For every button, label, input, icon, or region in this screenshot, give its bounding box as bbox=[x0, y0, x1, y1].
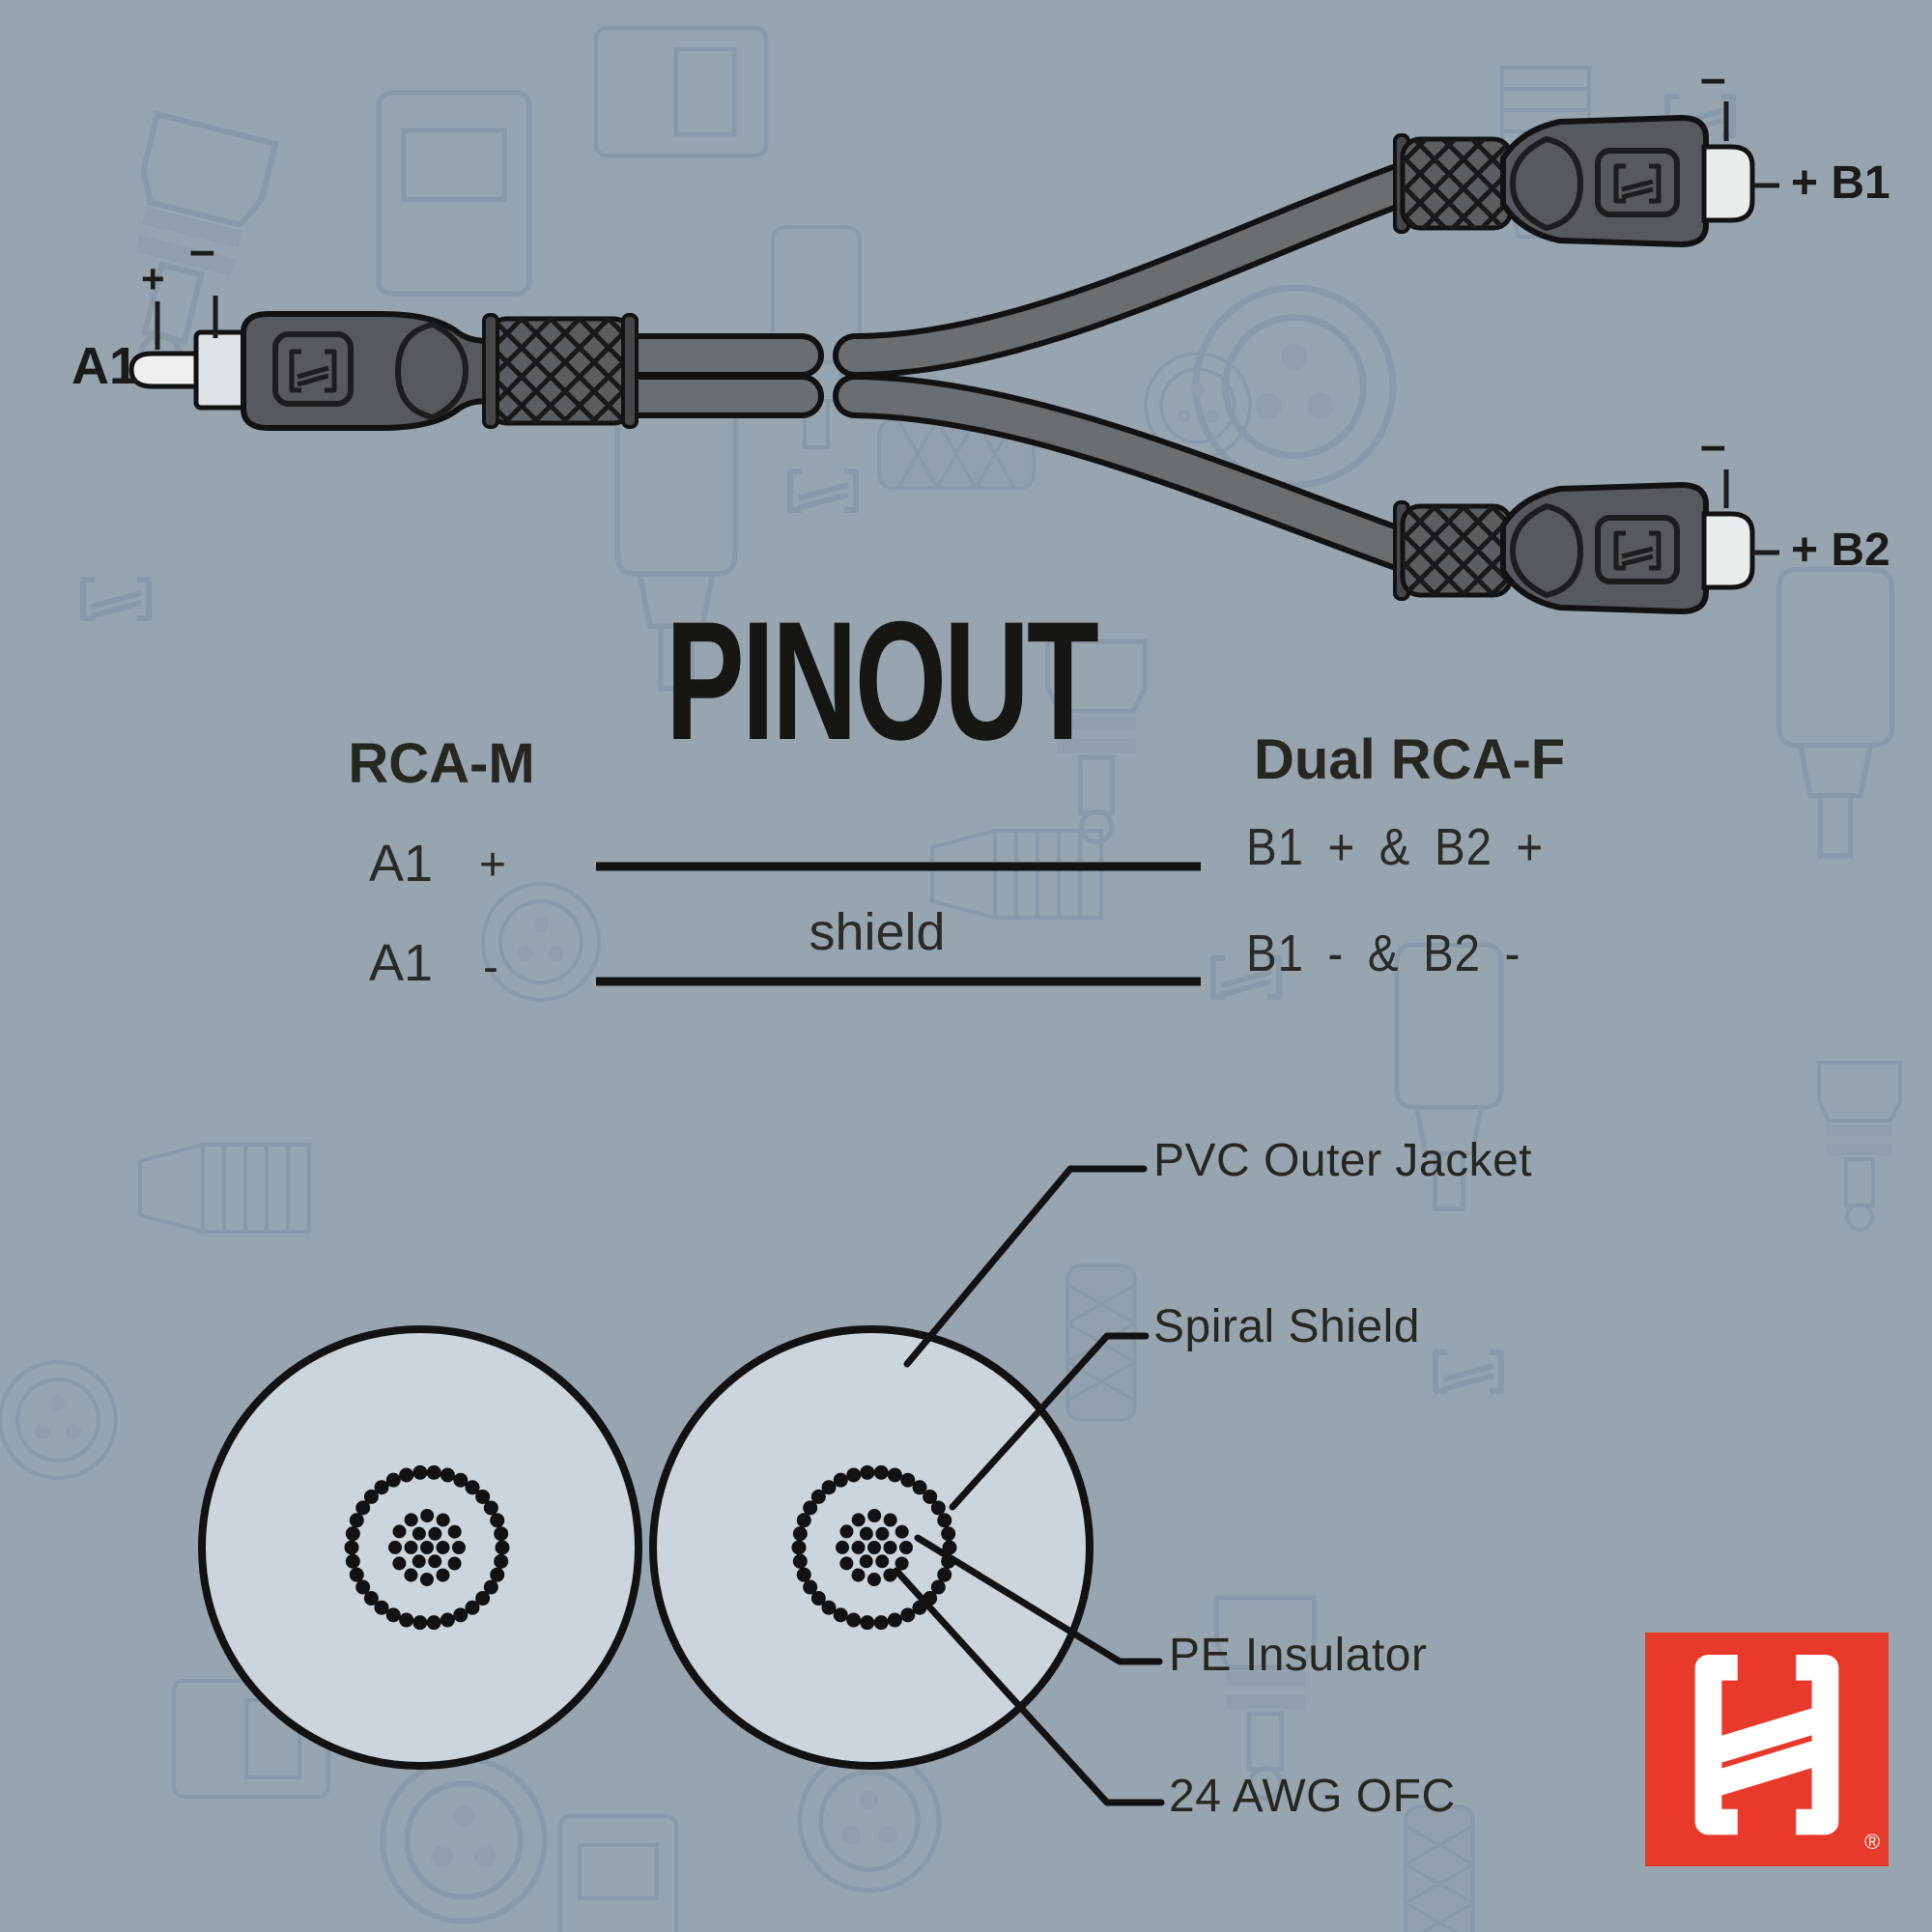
y-cable bbox=[617, 163, 1421, 571]
polarity-ticks bbox=[1723, 101, 1779, 188]
a1-connector-label: A1 bbox=[71, 337, 139, 395]
left-column-header: RCA-M bbox=[348, 732, 535, 795]
hosa-logo bbox=[1645, 1633, 1889, 1866]
pinout-title: PINOUT bbox=[666, 587, 1099, 776]
spiral-leader-line bbox=[949, 1332, 1150, 1511]
b2-connector-label: + B2 bbox=[1791, 525, 1890, 576]
rca-female-tip bbox=[1701, 511, 1755, 590]
b1-minus-label: – bbox=[1700, 53, 1726, 104]
pe-leader-line bbox=[914, 1534, 1163, 1665]
row2-right-pins: B1 - & B2 - bbox=[1246, 924, 1521, 982]
teardrop-detail bbox=[1509, 135, 1584, 232]
awg-leader-line bbox=[893, 1567, 1165, 1806]
cross-section-right-detail bbox=[791, 1464, 957, 1631]
rca-female-tip bbox=[1701, 144, 1755, 223]
polarity-ticks bbox=[1723, 469, 1779, 555]
hosa-emblem-icon bbox=[272, 331, 354, 407]
pinout-wires bbox=[596, 862, 1201, 986]
polarity-ticks bbox=[155, 296, 218, 350]
cross-section-circles bbox=[198, 1325, 1094, 1770]
rca-female-connector-b1 bbox=[1393, 101, 1779, 248]
row1-left-sign: + bbox=[479, 839, 507, 891]
rca-pin bbox=[128, 351, 200, 389]
row2-left-sign: - bbox=[483, 942, 498, 993]
a1-minus-label: – bbox=[189, 225, 215, 276]
b1-connector-label: + B1 bbox=[1791, 157, 1890, 209]
spiral-shield-label: Spiral Shield bbox=[1153, 1301, 1420, 1352]
shield-wire-label: shield bbox=[809, 903, 946, 961]
awg-ofc-label: 24 AWG OFC bbox=[1169, 1771, 1456, 1822]
b2-minus-label: – bbox=[1700, 420, 1726, 471]
hosa-emblem-icon bbox=[1595, 148, 1680, 217]
cross-section-left-detail bbox=[344, 1464, 510, 1631]
teardrop-detail bbox=[394, 321, 469, 421]
right-column-header: Dual RCA-F bbox=[1254, 728, 1566, 791]
pvc-outer-jacket-label: PVC Outer Jacket bbox=[1153, 1135, 1533, 1186]
pvc-leader-line bbox=[903, 1165, 1148, 1368]
rca-male-connector-a1 bbox=[128, 296, 639, 431]
pe-insulator-label: PE Insulator bbox=[1169, 1630, 1428, 1681]
registered-trademark: ® bbox=[1864, 1830, 1881, 1854]
teardrop-detail bbox=[1509, 502, 1584, 599]
callout-lines bbox=[893, 1165, 1165, 1806]
row1-right-pins: B1 + & B2 + bbox=[1246, 818, 1545, 876]
row2-left-pin: A1 bbox=[369, 934, 434, 992]
hosa-emblem-icon bbox=[1595, 515, 1680, 584]
row1-left-pin: A1 bbox=[369, 835, 434, 893]
a1-plus-label: + bbox=[141, 256, 165, 301]
rca-collar bbox=[193, 329, 247, 411]
rca-female-connector-b2 bbox=[1393, 469, 1779, 615]
